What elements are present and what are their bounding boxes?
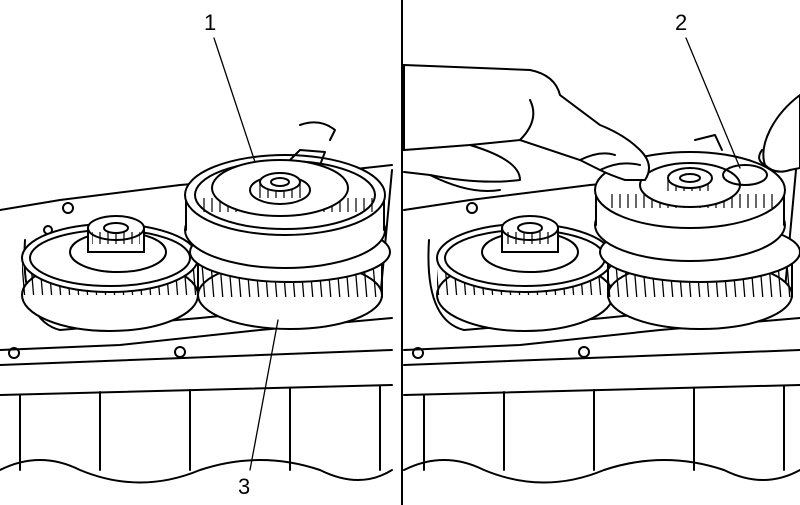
left-panel: 1 3 xyxy=(0,10,393,499)
synchronizer-assembly-right xyxy=(594,134,786,262)
synchronizer-assembly-1 xyxy=(184,121,386,269)
leader-line-2 xyxy=(685,37,741,169)
callout-1: 1 xyxy=(204,10,216,35)
leader-line-1 xyxy=(213,37,256,163)
countershaft-gear-left xyxy=(21,215,199,332)
snap-ring-2 xyxy=(722,164,768,186)
callout-3: 3 xyxy=(238,474,250,499)
left-hand xyxy=(403,63,650,192)
right-hand xyxy=(758,93,800,173)
callout-2: 2 xyxy=(675,10,687,35)
countershaft-gear-right xyxy=(436,215,614,332)
leader-line-3 xyxy=(249,319,279,471)
right-panel: 2 xyxy=(403,10,800,484)
